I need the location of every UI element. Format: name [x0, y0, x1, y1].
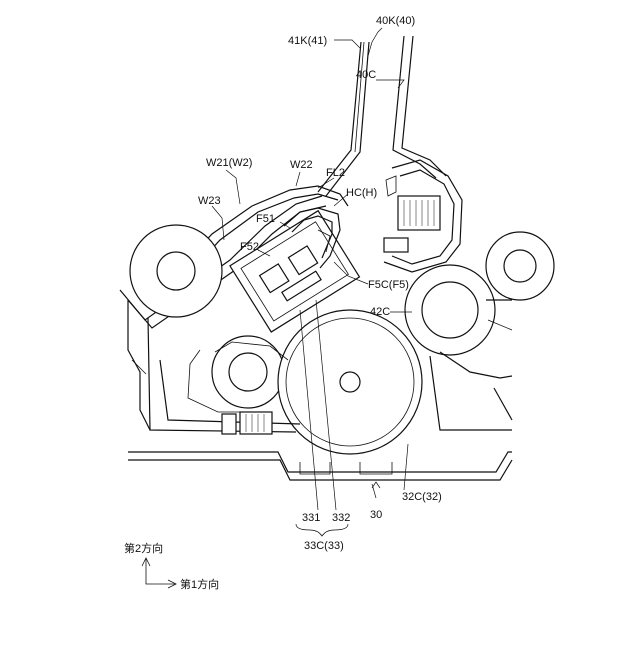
- label-w22: W22: [290, 159, 313, 171]
- drum-32c: [278, 310, 422, 454]
- label-33c: 33C(33): [304, 540, 344, 552]
- brace: [296, 524, 348, 536]
- label-332: 332: [332, 512, 350, 524]
- label-fl2: FL2: [326, 167, 345, 179]
- label-f5c: F5C(F5): [368, 279, 409, 291]
- base-tray: [128, 452, 512, 480]
- label-331: 331: [302, 512, 320, 524]
- direction-2-label: 第2方向: [124, 541, 163, 555]
- direction-1-label: 第1方向: [180, 577, 219, 591]
- direction-indicator: 第2方向 第1方向: [124, 541, 219, 591]
- label-41k: 41K(41): [288, 35, 327, 47]
- label-w23: W23: [198, 195, 221, 207]
- small-cylinder: [212, 336, 284, 408]
- label-hc: HC(H): [346, 187, 377, 199]
- left-roller: [130, 225, 222, 317]
- label-f52: F52: [240, 241, 259, 253]
- label-32c: 32C(32): [402, 491, 442, 503]
- cartridge-wall-40k: [393, 36, 446, 178]
- gear-block: [222, 412, 272, 434]
- label-40c: 40C: [356, 69, 376, 81]
- roller-42c: [405, 265, 495, 355]
- holder-mechanism-hc: [384, 160, 462, 272]
- label-w21: W21(W2): [206, 157, 252, 169]
- right-edge-roller: [486, 232, 554, 300]
- label-42c: 42C: [370, 306, 390, 318]
- label-f51: F51: [256, 213, 275, 225]
- label-40k: 40K(40): [376, 15, 415, 27]
- label-30: 30: [370, 509, 382, 521]
